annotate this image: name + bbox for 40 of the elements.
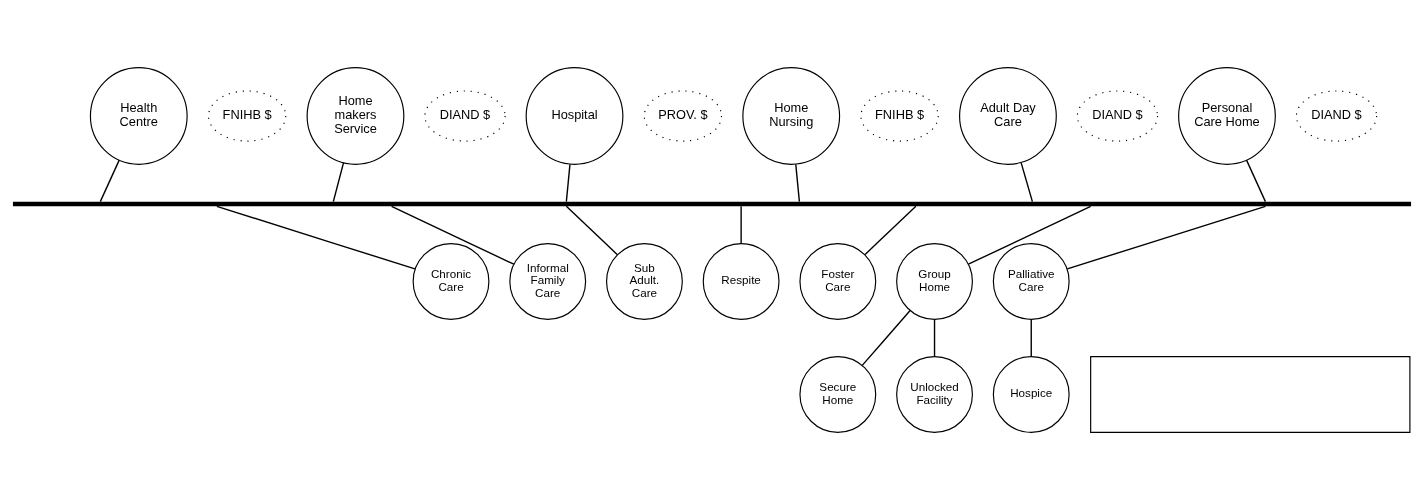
- node-ellipse: DIAND $: [1076, 90, 1159, 142]
- connector: [740, 205, 742, 244]
- node-circle: Personal Care Home: [1178, 67, 1276, 165]
- connector: [1066, 205, 1267, 270]
- node-circle: Informal Family Care: [509, 243, 587, 320]
- node-circle: Secure Home: [799, 356, 877, 433]
- connector: [933, 318, 936, 357]
- node-box: [1090, 356, 1411, 433]
- node-ellipse: FNIHB $: [207, 90, 287, 142]
- connector: [565, 205, 618, 256]
- connector: [565, 163, 571, 203]
- node-circle: Respite: [702, 243, 780, 320]
- node-circle: Adult Day Care: [959, 67, 1057, 165]
- connector: [1030, 318, 1032, 357]
- node-ellipse: DIAND $: [1295, 90, 1378, 142]
- connector: [861, 309, 911, 367]
- connector: [967, 205, 1092, 265]
- connector: [1020, 162, 1034, 203]
- node-bar: [12, 201, 1412, 207]
- node-circle: Home makers Service: [306, 67, 405, 165]
- node-circle: Health Centre: [89, 67, 188, 165]
- connector: [390, 205, 515, 265]
- node-circle: Sub Adult. Care: [605, 243, 683, 320]
- node-circle: Hospice: [992, 356, 1070, 433]
- node-circle: Group Home: [896, 243, 973, 320]
- node-circle: Chronic Care: [412, 243, 490, 320]
- node-circle: Palliative Care: [992, 243, 1070, 320]
- node-ellipse: PROV. $: [643, 90, 723, 142]
- node-circle: Hospital: [525, 67, 624, 165]
- connector: [99, 159, 120, 203]
- node-ellipse: FNIHB $: [860, 90, 939, 142]
- node-circle: Home Nursing: [742, 67, 841, 165]
- connector: [795, 163, 801, 203]
- connector: [1245, 159, 1267, 203]
- connector: [332, 162, 345, 203]
- connector: [216, 205, 416, 270]
- node-ellipse: DIAND $: [424, 90, 506, 142]
- node-circle: Unlocked Facility: [896, 356, 973, 433]
- node-circle: Foster Care: [799, 243, 877, 320]
- connector: [864, 205, 917, 256]
